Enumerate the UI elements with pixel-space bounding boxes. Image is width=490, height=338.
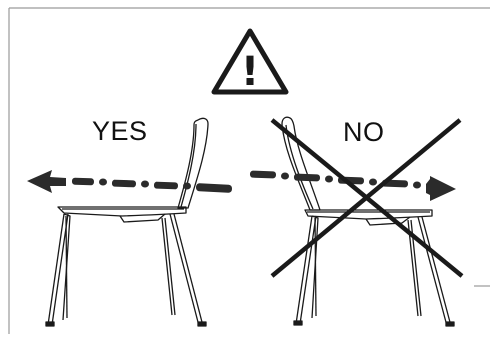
arrow-left-pull [27, 170, 233, 193]
chair-foot [293, 320, 303, 326]
arrow-head-left-icon [27, 170, 66, 193]
yes-label: YES [92, 116, 148, 146]
arrow-right-push [249, 170, 456, 201]
no-label: NO [343, 117, 385, 147]
chair-foot [197, 321, 207, 327]
chair-foot [45, 321, 55, 327]
cross-out-x-icon [270, 118, 464, 278]
chair-foot [445, 321, 455, 327]
arrow-head-right-icon [426, 176, 456, 201]
exclamation-mark: ! [241, 49, 259, 95]
chair-incorrect [281, 116, 455, 327]
chair-correct [45, 117, 209, 327]
frame [8, 7, 490, 334]
warning-triangle-icon: ! [211, 28, 289, 95]
